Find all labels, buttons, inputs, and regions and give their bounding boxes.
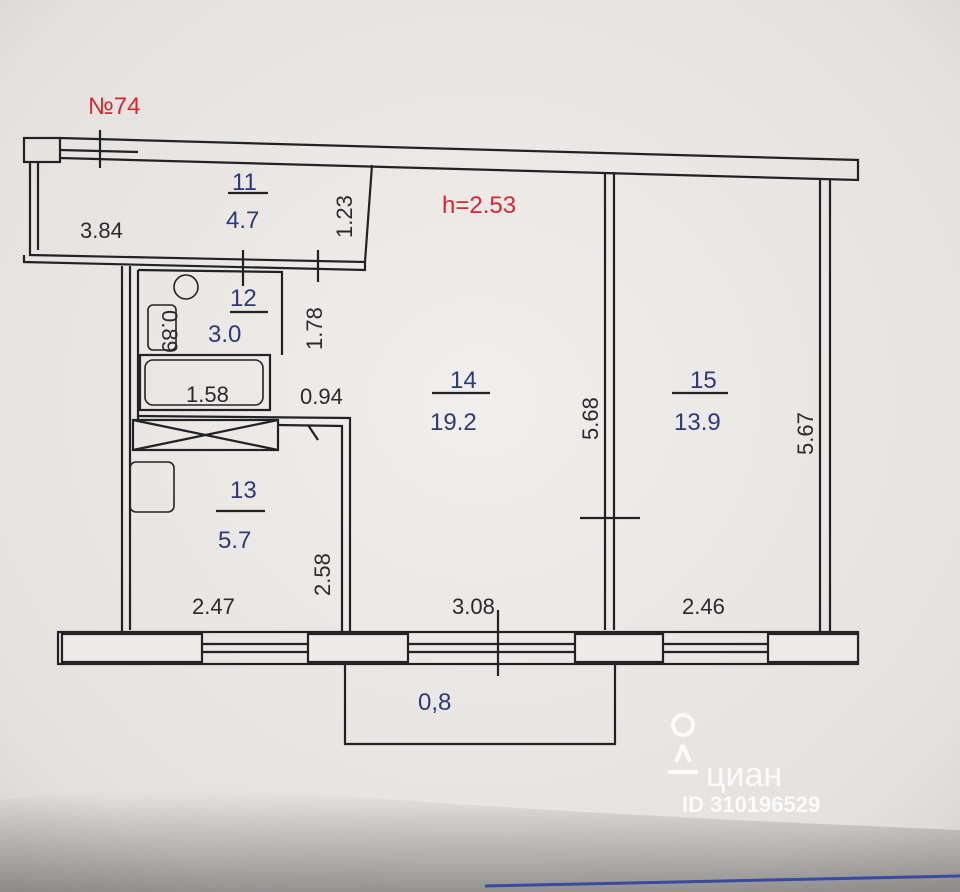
watermark-brand: циан (706, 756, 782, 794)
room-14-number: 14 (450, 367, 477, 394)
watermark: циан ID 310196529 (668, 713, 820, 817)
dim-2-58: 2.58 (310, 553, 335, 596)
dim-0-89: 0.89 (157, 310, 182, 353)
dim-5-68: 5.68 (578, 397, 603, 440)
room-14-area: 19.2 (430, 409, 477, 436)
bathtub-icon (144, 359, 264, 406)
watermark-id: ID 310196529 (682, 792, 820, 817)
room-13-area: 5.7 (218, 527, 251, 554)
kitchen-sink-icon (129, 461, 175, 513)
room-12-area: 3.0 (208, 321, 241, 348)
dim-5-67: 5.67 (793, 412, 818, 455)
photo-shadow (0, 790, 960, 892)
edge-blue-line (484, 874, 960, 888)
dim-2-46: 2.46 (682, 594, 725, 619)
washbasin-icon (147, 304, 177, 351)
dim-3-08: 3.08 (452, 594, 495, 619)
room-15-number: 15 (690, 367, 717, 394)
dim-1-78: 1.78 (302, 307, 327, 350)
balcony-dim-0-8: 0,8 (418, 689, 451, 716)
room-13-number: 13 (230, 477, 257, 504)
ceiling-height: h=2.53 (442, 192, 516, 219)
room-11-area: 4.7 (226, 207, 259, 234)
fixtures (129, 274, 264, 513)
dim-1-58: 1.58 (186, 382, 229, 407)
flat-number: №74 (88, 93, 140, 120)
walls (22, 130, 860, 746)
dim-3-84: 3.84 (80, 218, 123, 243)
dim-1-23: 1.23 (332, 195, 357, 238)
dim-2-47: 2.47 (192, 594, 235, 619)
dim-0-94: 0.94 (300, 384, 343, 409)
toilet-icon (173, 274, 199, 300)
room-12-number: 12 (230, 285, 257, 312)
room-15-area: 13.9 (674, 409, 721, 436)
room-11-number: 11 (232, 169, 257, 196)
location-pin-icon (668, 713, 698, 774)
